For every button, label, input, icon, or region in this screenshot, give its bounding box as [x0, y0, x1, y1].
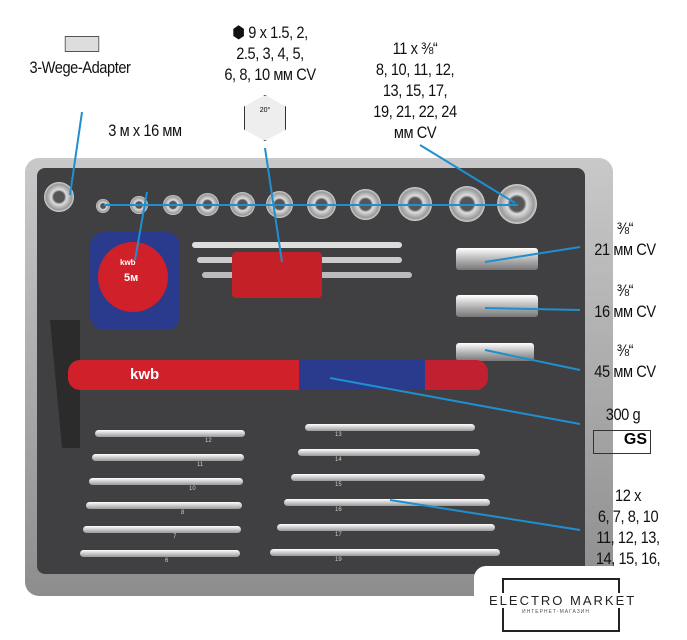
leader-wrenches — [389, 499, 581, 531]
wrench-size: 6 — [165, 558, 169, 564]
label-hex-keys: ⬢ 9 x 1.5, 2, 2.5, 3, 4, 5, 6, 8, 10 мм … — [224, 23, 316, 84]
leader-tape — [134, 191, 148, 261]
hex-icon: ⬢ — [232, 23, 249, 42]
wrench-size: 8 — [181, 510, 185, 516]
wrench-size: 17 — [335, 532, 342, 538]
deep-socket-16 — [456, 295, 538, 317]
wrench-size: 13 — [335, 432, 342, 438]
wrench-size: 15 — [335, 482, 342, 488]
leader-45 — [484, 349, 581, 371]
label-hammer: 300 g — [605, 405, 641, 424]
tape-brand: kwb — [120, 258, 136, 267]
wrench — [298, 449, 480, 456]
hex-key-set — [192, 232, 412, 304]
label-sockets: 11 x ⅜“8, 10, 11, 12,13, 15, 17,19, 21, … — [373, 39, 457, 142]
wrench-size: 10 — [189, 486, 196, 492]
wrench — [305, 424, 475, 431]
wrench-size: 12 — [205, 438, 212, 444]
hammer-brand: kwb — [130, 366, 160, 383]
label-tape: 3 м x 16 мм — [108, 121, 182, 140]
deep-socket-21 — [456, 248, 538, 270]
wrench-size: 14 — [335, 457, 342, 463]
leader-sockets — [419, 144, 516, 204]
wrench — [86, 502, 242, 509]
wrench — [89, 478, 243, 485]
hammer-handle: kwb — [68, 360, 488, 390]
leader-16 — [484, 307, 581, 311]
wrench — [291, 474, 485, 481]
wrench-size: 11 — [197, 462, 204, 468]
gs-cert-icon: GS — [593, 430, 651, 454]
leader-21 — [484, 246, 581, 263]
adapter-icon — [64, 36, 100, 52]
adapter-socket — [44, 182, 74, 212]
label-socket-16: ⅜“16 мм CV — [594, 281, 656, 321]
wrench — [95, 430, 245, 437]
wrench-size: 16 — [335, 507, 342, 513]
leader-hammer — [329, 377, 581, 425]
wrench-size: 7 — [173, 534, 177, 540]
label-socket-21: ⅜“21 мм CV — [594, 219, 656, 259]
tape-size: 5м — [124, 272, 139, 284]
wrench — [277, 524, 495, 531]
label-adapter: 3-Wege-Adapter — [29, 58, 131, 77]
tape-measure: kwb 5м — [90, 232, 180, 330]
wrench — [284, 499, 490, 506]
wrench — [83, 526, 241, 533]
wrench — [80, 550, 240, 557]
wrench — [270, 549, 500, 556]
watermark-logo: ELECTRO MARKET ИНТЕРНЕТ-МАГАЗИН — [474, 566, 687, 640]
leader-adapter — [69, 111, 83, 196]
wrench-size: 19 — [335, 557, 342, 563]
wrench — [92, 454, 244, 461]
label-socket-45: ⅜“45 мм CV — [594, 341, 656, 381]
socket — [96, 199, 110, 213]
